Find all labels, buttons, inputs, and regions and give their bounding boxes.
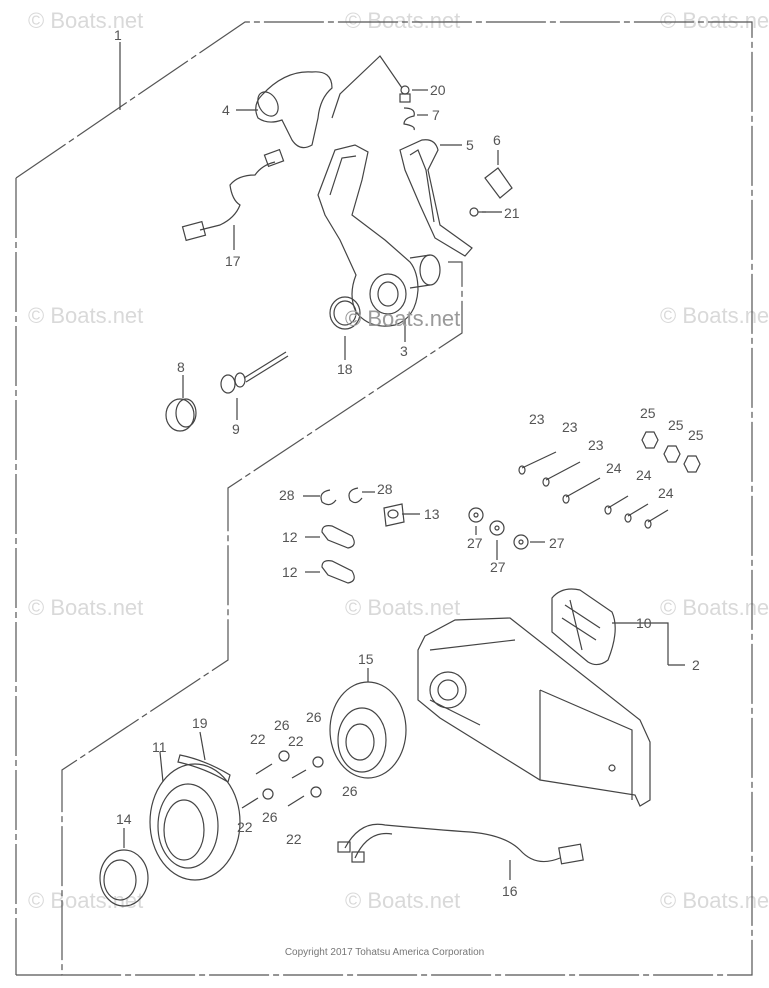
plate-6	[484, 167, 513, 199]
callout-12b: 12	[282, 564, 298, 580]
callout-15: 15	[358, 651, 374, 667]
clip-28a	[320, 489, 337, 506]
link-12a	[321, 525, 355, 549]
callout-27a: 27	[467, 535, 483, 551]
housing-disc-11	[149, 763, 241, 881]
callout-24a: 24	[606, 460, 622, 476]
callout-17: 17	[225, 253, 241, 269]
callout-26a: 26	[274, 717, 290, 733]
callout-27c: 27	[549, 535, 565, 551]
watermark-9: © Boats.net	[28, 888, 144, 913]
copyright-notice: Copyright 2017 Tohatsu America Corporati…	[284, 947, 485, 958]
bracket-10	[551, 588, 616, 666]
bolt-23	[518, 451, 601, 504]
watermark-1: © Boats.net	[28, 8, 144, 33]
callout-14: 14	[116, 811, 132, 827]
clip-28b	[348, 487, 363, 504]
link-12b	[321, 560, 355, 584]
center-watermark: © Boats.net	[345, 306, 460, 331]
control-lever-3	[317, 144, 419, 327]
callout-25a: 25	[640, 405, 656, 421]
knob-8	[165, 398, 195, 432]
callout-23b: 23	[562, 419, 578, 435]
callout-11: 11	[152, 739, 167, 755]
callout-7: 7	[432, 107, 440, 123]
callout-25c: 25	[688, 427, 704, 443]
callout-26b: 26	[306, 709, 322, 725]
callout-12a: 12	[282, 529, 298, 545]
callout-13: 13	[424, 506, 440, 522]
callout-22c: 22	[237, 819, 253, 835]
callout-27b: 27	[490, 559, 506, 575]
callout-3: 3	[400, 343, 408, 359]
watermark-6: © Boats.net	[28, 595, 144, 620]
screw-21	[469, 207, 479, 217]
callout-25b: 25	[668, 417, 684, 433]
nut-25a	[641, 431, 659, 449]
watermark-5: © Boats.net	[660, 303, 769, 328]
callout-9: 9	[232, 421, 240, 437]
callout-10: 10	[636, 615, 652, 631]
strip-19	[177, 754, 231, 783]
screw-22	[241, 763, 307, 809]
switch-harness-17	[199, 161, 276, 231]
callout-24c: 24	[658, 485, 674, 501]
control-box-2	[417, 617, 651, 807]
watermark-8: © Boats.net	[660, 595, 769, 620]
cable-16	[344, 823, 561, 863]
callout-23c: 23	[588, 437, 604, 453]
washer-26	[262, 750, 324, 800]
spring-7	[403, 107, 415, 131]
callout-21: 21	[504, 205, 520, 221]
callout-22d: 22	[286, 831, 302, 847]
screw-24	[604, 495, 669, 529]
callout-22a: 22	[250, 731, 266, 747]
screw-20	[400, 85, 410, 95]
nut-25b	[663, 445, 681, 463]
assembly-outline	[15, 21, 753, 976]
washer-27b	[489, 520, 505, 536]
lever-plate-5	[399, 139, 473, 257]
ring-gear-14	[99, 849, 149, 907]
watermark-10: © Boats.net	[345, 888, 461, 913]
callout-24b: 24	[636, 467, 652, 483]
callout-22b: 22	[288, 733, 304, 749]
watermark-4: © Boats.net	[28, 303, 144, 328]
callout-28b: 28	[377, 481, 393, 497]
pin-9	[220, 374, 236, 394]
callout-6: 6	[493, 132, 501, 148]
bracket-13	[383, 503, 405, 527]
watermark-11: © Boats.net	[660, 888, 769, 913]
callout-2: 2	[692, 657, 700, 673]
callout-28a: 28	[279, 487, 295, 503]
watermark-7: © Boats.net	[345, 595, 461, 620]
callout-19: 19	[192, 715, 208, 731]
callout-26c: 26	[262, 809, 278, 825]
callout-8: 8	[177, 359, 185, 375]
callout-18: 18	[337, 361, 353, 377]
washer-27a	[468, 507, 484, 523]
callout-1: 1	[114, 27, 122, 43]
callout-26d: 26	[342, 783, 358, 799]
callout-23a: 23	[529, 411, 545, 427]
callout-20: 20	[430, 82, 446, 98]
callout-5: 5	[466, 137, 474, 153]
grip-cover-4	[255, 71, 333, 149]
washer-27c	[513, 534, 529, 550]
callout-labels: 1 2 3 4 5 6 7 8 9 10 11 12 12 13 14 15 1…	[114, 27, 704, 899]
callout-16: 16	[502, 883, 518, 899]
gear-plate-15	[329, 681, 407, 779]
callout-4: 4	[222, 102, 230, 118]
nut-25c	[683, 455, 701, 473]
watermark-3: © Boats.net	[660, 8, 769, 33]
o-ring-18	[329, 296, 361, 330]
watermark-2: © Boats.net	[345, 8, 461, 33]
